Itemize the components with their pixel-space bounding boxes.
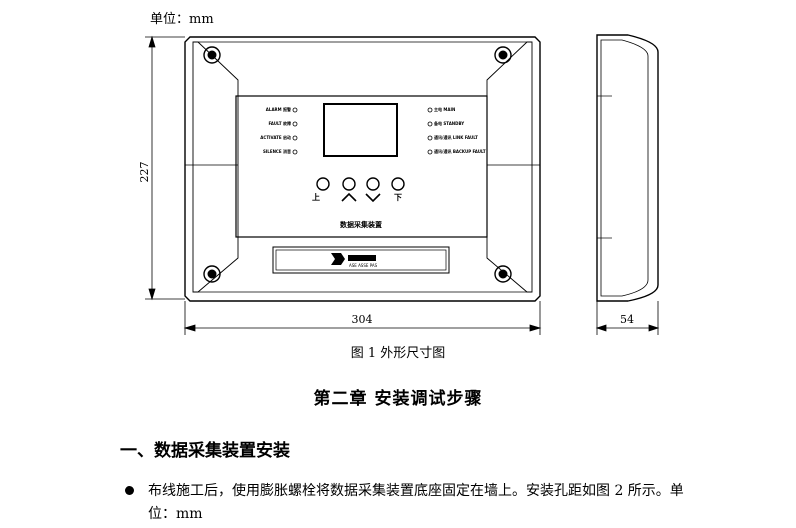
depth-dimension-label: 54 [620, 313, 634, 326]
section-title: 一、数据采集装置安装 [120, 441, 290, 461]
bullet-text: 布线施工后，使用膨胀螺栓将数据采集装置底座固定在墙上。安装孔距如图 2 所示。单… [148, 483, 684, 522]
height-dimension-label: 227 [138, 162, 151, 183]
dimension-figure: 227 ALARM 报警 FAULT 故障 ACTIVATE 启动 SILENC… [138, 34, 660, 335]
indicator-main: 主电 MAIN [434, 106, 455, 112]
unit-label: 单位：mm [150, 12, 214, 27]
indicator-backup-fault: 通讯/通讯 BACKUP FAULT [434, 148, 486, 154]
button-label-up: 上 [312, 192, 320, 202]
bullet-point [125, 486, 134, 495]
front-view [184, 36, 541, 302]
indicator-alarm: ALARM 报警 [266, 106, 291, 112]
corner-screws [203, 46, 512, 283]
indicator-fault: FAULT 故障 [268, 120, 291, 126]
height-dimension [145, 35, 185, 301]
indicator-silence: SILENCE 消音 [263, 148, 291, 154]
indicator-activate: ACTIVATE 启动 [260, 134, 291, 140]
right-indicators: 主电 MAIN 备电 STANDBY 通讯/通讯 LINK FAULT 通讯/通… [427, 106, 486, 155]
figure-caption: 图 1 外形尺寸图 [350, 346, 446, 361]
panel-buttons [316, 177, 405, 203]
left-indicators: ALARM 报警 FAULT 故障 ACTIVATE 启动 SILENCE 消音 [260, 106, 298, 155]
chapter-title: 第二章 安装调试步骤 [313, 389, 483, 409]
width-dimension [183, 301, 542, 335]
indicator-link-fault: 通讯/通讯 LINK FAULT [434, 134, 478, 140]
side-view [596, 34, 659, 302]
brand-logo: ASE ASSE PAS [331, 253, 378, 268]
button-label-down: 下 [394, 193, 402, 202]
width-dimension-label: 304 [352, 313, 373, 326]
brand-text: ASE ASSE PAS [349, 263, 378, 268]
depth-dimension [595, 301, 660, 335]
indicator-standby: 备电 STANDBY [433, 120, 464, 126]
panel-title: 数据采集装置 [340, 220, 382, 229]
